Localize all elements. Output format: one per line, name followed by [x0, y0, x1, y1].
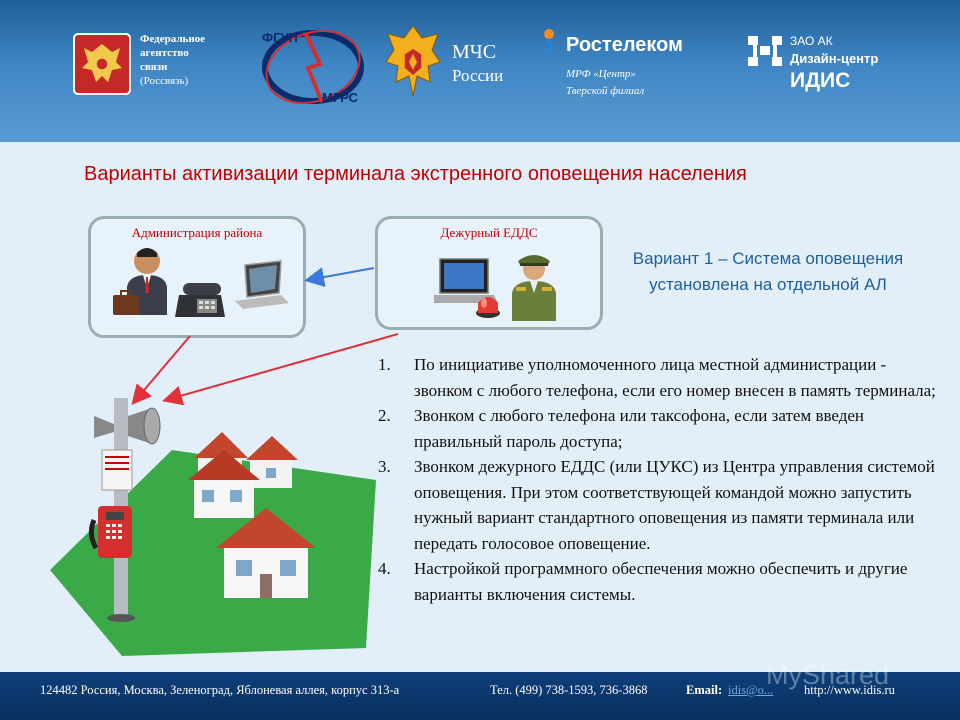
loudspeaker-icon — [94, 407, 161, 445]
officer-avatar-icon — [512, 255, 556, 321]
list-item-text: Звонком с любого телефона или таксофона,… — [414, 406, 865, 451]
admin-box: Администрация района — [88, 216, 306, 338]
edds-box: Дежурный ЕДДС — [375, 216, 603, 330]
payphone-icon — [88, 506, 132, 558]
fgup-mgrs-logo-icon: ФГУП МГРС — [262, 30, 364, 105]
rossvyaz-line: связи — [140, 61, 168, 73]
admin-illustration — [113, 248, 289, 317]
rossvyaz-line: (Россвязь) — [140, 75, 189, 87]
footer-bar: 124482 Россия, Москва, Зеленоград, Яблон… — [0, 672, 960, 720]
footer-address: 124482 Россия, Москва, Зеленоград, Яблон… — [40, 683, 400, 697]
watermark-text: MyShared — [766, 660, 890, 690]
list-item-number: 3. — [378, 457, 391, 476]
footer-phone: Тел. (499) 738-1593, 736-3868 — [490, 683, 648, 697]
admin-box-label: Администрация района — [131, 225, 263, 240]
russia-emblem-icon — [73, 33, 131, 95]
footer-email-link[interactable]: idis@o... — [728, 683, 774, 697]
mrf-line: Тверской филиал — [566, 85, 645, 97]
rostelecom-label: Ростелеком — [566, 34, 683, 56]
list-item: 1. По инициативе уполномоченного лица мес… — [378, 352, 938, 403]
list-item-text: По инициативе уполномоченного лица местн… — [414, 355, 936, 400]
list-item-number: 4. — [378, 559, 391, 578]
mchs-line: России — [452, 66, 504, 85]
list-item: 4. Настройкой программного обеспечения мо… — [378, 556, 938, 607]
house-icon — [188, 450, 260, 518]
house-icon — [246, 436, 298, 488]
edds-box-label: Дежурный ЕДДС — [440, 225, 538, 240]
idis-line: ИДИС — [790, 69, 851, 92]
footer-website-link[interactable]: http://www.idis.ru — [804, 683, 895, 697]
footer-email-label: Email: — [686, 683, 723, 697]
edds-to-admin-arrow — [304, 267, 375, 287]
mrf-label: МРФ «Центр» Тверской филиал — [566, 66, 644, 100]
idis-label: ЗАО АК Дизайн-центр ИДИС — [790, 32, 878, 94]
page-title: Варианты активизации терминала экстренно… — [84, 163, 747, 185]
terminal-scene — [50, 398, 376, 656]
mchs-emblem-icon — [385, 25, 441, 97]
mchs-label: МЧС России — [452, 40, 503, 88]
list-item-text: Настройкой программного обеспечения можн… — [414, 559, 908, 604]
list-item: 3. Звонком дежурного ЕДДС (или ЦУКС) из Ц… — [378, 454, 938, 556]
rostelecom-logo-icon — [544, 29, 554, 56]
idis-line: Дизайн-центр — [790, 51, 879, 66]
rossvyaz-line: Федеральное — [140, 33, 206, 45]
list-item-number: 2. — [378, 406, 391, 425]
list-item-text: Звонком дежурного ЕДДС (или ЦУКС) из Цен… — [414, 457, 935, 553]
list-item-number: 1. — [378, 355, 391, 374]
laptop-icon — [434, 258, 498, 303]
list-item: 2. Звонком с любого телефона или таксофон… — [378, 403, 938, 454]
fgup-text: ФГУП — [262, 30, 298, 45]
header-banner: Федеральное агентство связи (Россвязь) Ф… — [0, 0, 960, 142]
desk-phone-icon — [175, 283, 225, 317]
activation-steps-list: 1. По инициативе уполномоченного лица мес… — [378, 352, 938, 607]
siren-icon — [476, 297, 500, 318]
house-icon — [216, 508, 316, 598]
idis-line: ЗАО АК — [790, 34, 833, 48]
ground-plane — [50, 450, 376, 656]
mrf-line: МРФ «Центр» — [566, 68, 636, 80]
mchs-line: МЧС — [452, 41, 497, 63]
rossvyaz-line: агентство — [140, 47, 189, 59]
laptop-icon — [235, 260, 289, 309]
official-avatar-icon — [113, 248, 167, 315]
terminal-cabinet — [101, 449, 133, 491]
rossvyaz-label: Федеральное агентство связи (Россвязь) — [140, 32, 250, 88]
variant-caption: Вариант 1 – Система оповещения установле… — [632, 249, 904, 294]
mgrs-text: МГРС — [322, 90, 359, 105]
idis-logo-icon — [748, 36, 782, 66]
edds-illustration — [434, 255, 556, 321]
